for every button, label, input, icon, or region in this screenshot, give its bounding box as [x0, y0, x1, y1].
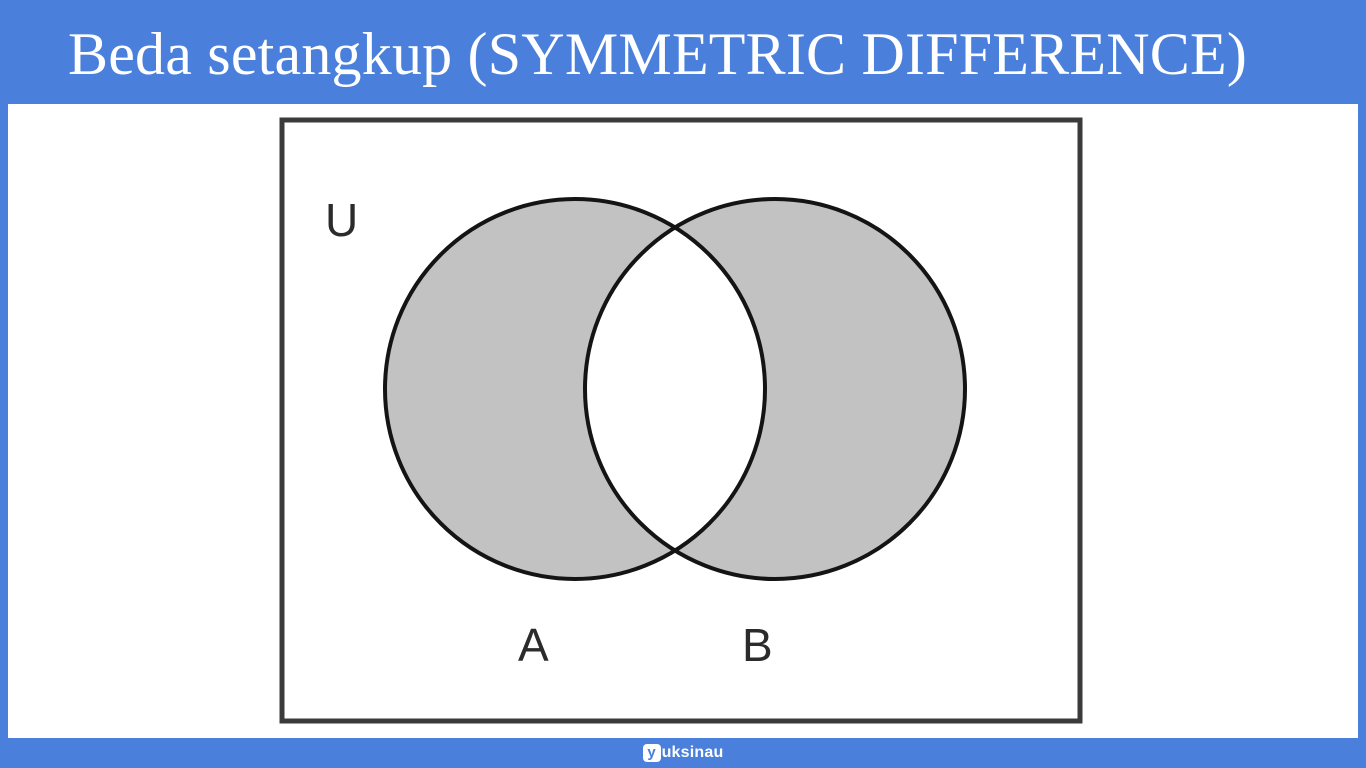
slide-header-band: Beda setangkup (SYMMETRIC DIFFERENCE)	[0, 0, 1366, 104]
slide-title: Beda setangkup (SYMMETRIC DIFFERENCE)	[68, 21, 1248, 87]
venn-diagram: U A B	[279, 117, 1083, 724]
set-a-label: A	[518, 619, 549, 671]
venn-diagram-svg: U A B	[279, 117, 1083, 724]
watermark: y uksinau	[0, 738, 1366, 768]
yuksinau-logo-icon: y	[642, 744, 661, 762]
circle-set-b	[583, 197, 967, 581]
slide-footer-band: y uksinau	[0, 738, 1366, 768]
universe-label: U	[325, 194, 358, 246]
watermark-brand-text: uksinau	[661, 744, 724, 761]
set-b-label: B	[742, 619, 773, 671]
slide-content-sheet: U A B	[8, 104, 1358, 738]
shaded-region-b-only	[279, 117, 1083, 724]
circle-set-a	[383, 197, 767, 581]
